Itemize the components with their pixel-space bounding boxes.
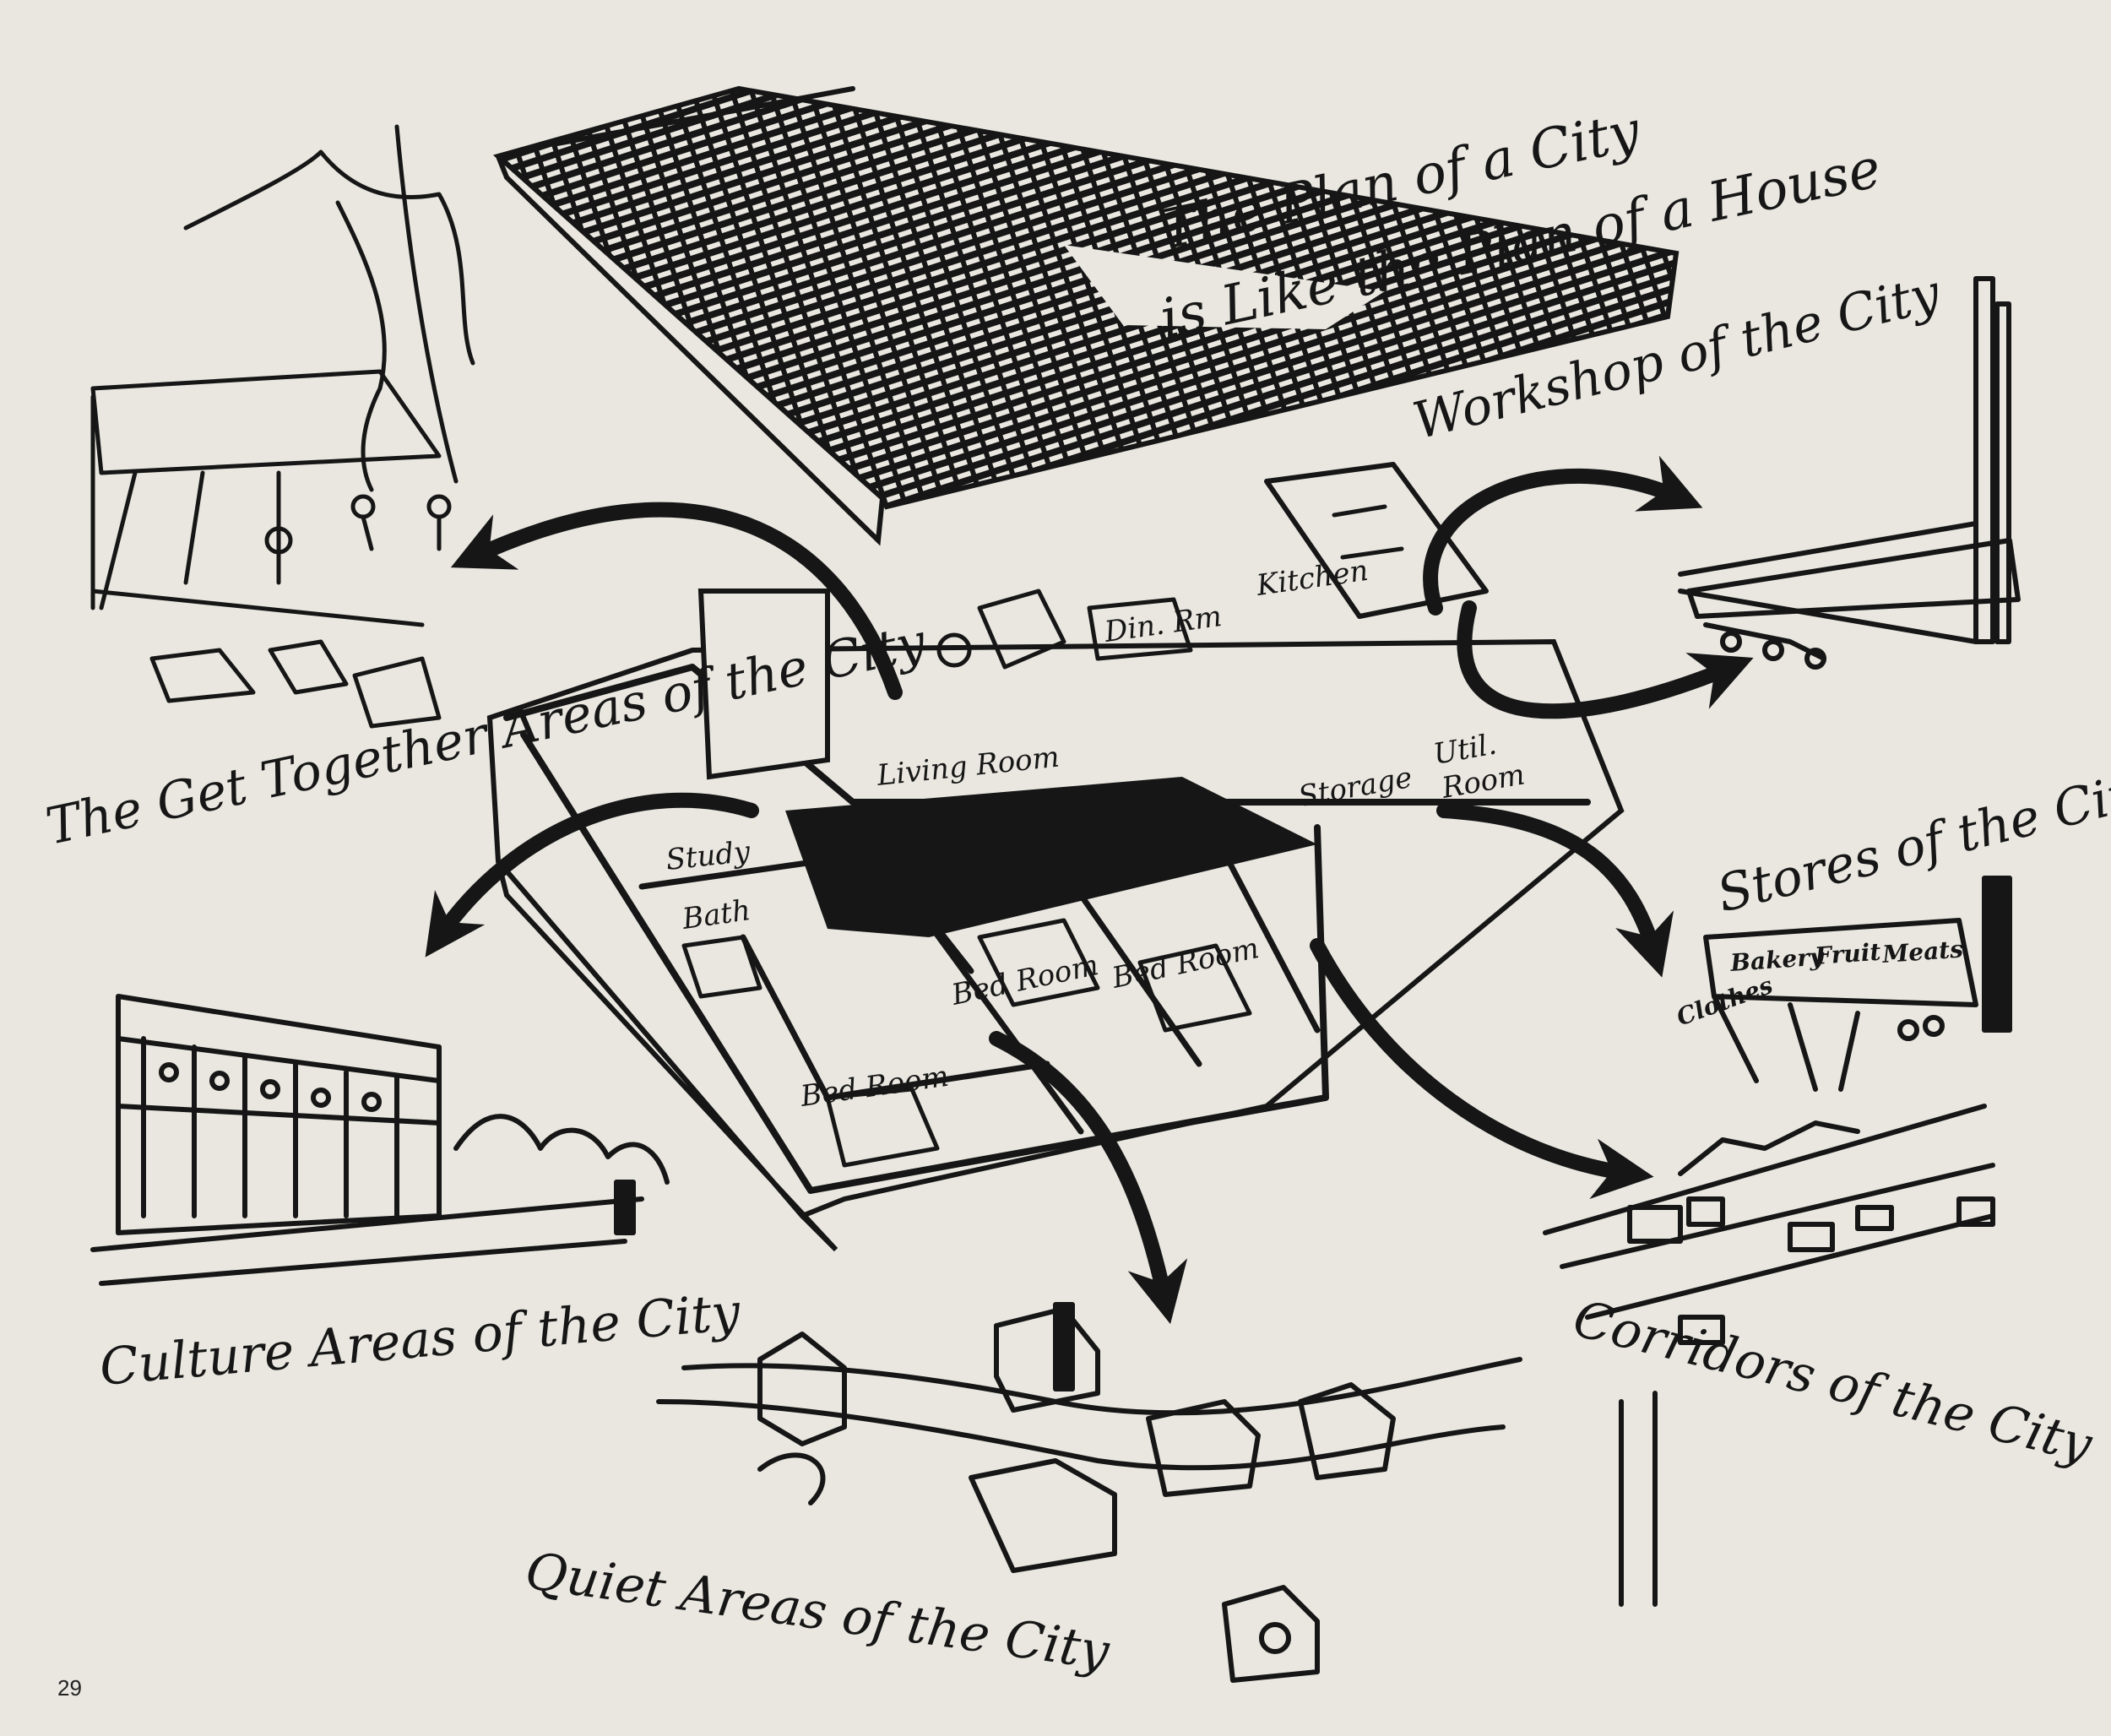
arrows — [425, 455, 1754, 1325]
house-roof-drawing — [492, 85, 1680, 546]
arrow-to-get-together — [450, 502, 903, 700]
caption-culture-areas: Culture Areas of the City — [97, 1283, 743, 1397]
arrow-to-quiet — [989, 1031, 1188, 1325]
caption-corridors: Corridors of the City — [1567, 1289, 2098, 1475]
room-kitchen: Kitchen — [1254, 554, 1370, 603]
page-number: 29 — [57, 1675, 82, 1701]
arrow-to-corridors — [1310, 938, 1654, 1199]
house-floor-plan — [486, 462, 1625, 1252]
caption-quiet-areas: Quiet Areas of the City — [522, 1542, 1114, 1682]
shop-sign-meats: Meats — [1880, 935, 1964, 968]
arrow-to-culture — [425, 792, 759, 958]
arrow-to-workshop-bottom — [1457, 600, 1754, 719]
culture-building-drawing — [90, 994, 670, 1286]
shop-sign-bakery: Bakery — [1728, 942, 1826, 977]
caption-stores: Stores of the City — [1712, 757, 2111, 924]
corridors-highway-drawing — [1543, 1104, 1995, 1607]
arrow-to-stores — [1436, 803, 1674, 978]
shop-sign-fruit: Fruit — [1813, 938, 1881, 970]
arrow-to-workshop-top — [1423, 455, 1703, 616]
stores-drawing — [1703, 876, 2012, 1092]
workshop-factory-drawing — [1678, 276, 2021, 670]
quiet-houses-drawing — [656, 1302, 1522, 1683]
playground-drawing — [90, 124, 475, 729]
